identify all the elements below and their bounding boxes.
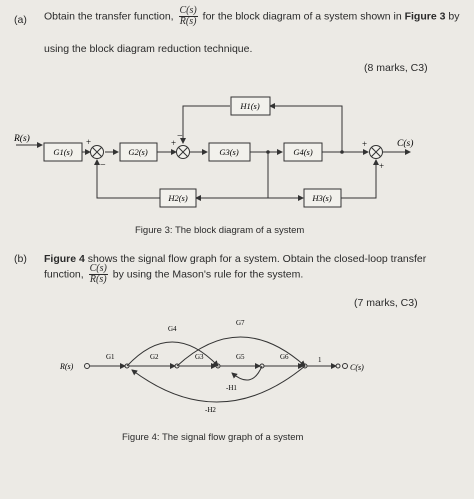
sign-minus: − <box>100 160 106 171</box>
block-h1: H1(s) <box>230 96 271 116</box>
block-g1-label: G1(s) <box>53 147 73 157</box>
block-h2: H2(s) <box>159 188 197 208</box>
part-b-text2-start: function, <box>44 268 84 281</box>
gain-g5: G5 <box>236 353 245 361</box>
part-a-marks: (8 marks, C3) <box>364 62 428 74</box>
part-b-transfer-fraction: C(s) R(s) <box>88 263 108 285</box>
gain-g2: G2 <box>150 353 159 361</box>
part-a-label: (a) <box>14 14 27 26</box>
fraction-denominator: R(s) <box>89 274 107 285</box>
sign-plus: + <box>379 161 384 171</box>
gain-g4: G4 <box>168 325 177 333</box>
sign-plus: + <box>362 139 367 149</box>
node-input <box>84 363 90 369</box>
part-a-text-end: by <box>448 10 460 23</box>
part-b-question-line2: function, C(s) R(s) by using the Mason's… <box>44 264 303 285</box>
block-g4: G4(s) <box>283 142 323 162</box>
takeoff-point <box>266 150 270 154</box>
signal-flow-graph: G1 G2 G3 G4 G5 G6 G7 1 -H1 -H2 R(s) C(s) <box>59 319 364 414</box>
block-g3-label: G3(s) <box>219 147 239 157</box>
part-b-text1: shows the signal flow graph for a system… <box>87 253 427 265</box>
part-a-transfer-fraction: C(s) R(s) <box>178 5 198 27</box>
fraction-denominator: R(s) <box>179 16 197 27</box>
sign-plus: + <box>86 137 91 147</box>
part-a-question-line2: using the block diagram reduction techni… <box>44 43 253 55</box>
block-h3-label: H3(s) <box>311 193 332 203</box>
part-b-label: (b) <box>14 253 27 265</box>
block-h2-label: H2(s) <box>167 193 188 203</box>
fraction-numerator: C(s) <box>178 5 198 17</box>
block-g2: G2(s) <box>119 142 158 162</box>
summing-junction-3 <box>369 145 383 159</box>
gain-g1: G1 <box>106 353 115 361</box>
block-h3: H3(s) <box>303 188 342 208</box>
part-a-text-after: for the block diagram of a system shown … <box>202 10 402 23</box>
block-g4-label: G4(s) <box>293 147 313 157</box>
part-b-marks: (7 marks, C3) <box>354 297 418 309</box>
gain-g6: G6 <box>280 353 289 361</box>
gain-g7: G7 <box>236 319 245 327</box>
graph-input-label: R(s) <box>59 362 74 371</box>
block-g1: G1(s) <box>43 142 83 162</box>
block-g2-label: G2(s) <box>128 147 148 157</box>
node <box>335 363 341 369</box>
diagram-output-label: C(s) <box>397 138 413 149</box>
diagram-input-label: R(s) <box>13 133 30 144</box>
block-h1-label: H1(s) <box>239 101 260 111</box>
fraction-numerator: C(s) <box>88 263 108 275</box>
block-g3: G3(s) <box>208 142 251 162</box>
part-b-figure-ref: Figure 4 <box>44 253 85 265</box>
summing-junction-2 <box>176 145 190 159</box>
summing-junction-1 <box>90 145 104 159</box>
part-a-text-before: Obtain the transfer function, <box>44 10 174 23</box>
part-a-question-line1: Obtain the transfer function, C(s) R(s) … <box>44 6 459 27</box>
graph-output-label: C(s) <box>350 363 364 372</box>
takeoff-point <box>340 150 344 154</box>
part-a-figure-ref: Figure 3 <box>404 10 446 23</box>
part-b-question-line1: Figure 4 shows the signal flow graph for… <box>44 253 426 265</box>
part-b-text2-end: by using the Mason's rule for the system… <box>112 268 304 281</box>
gain-one: 1 <box>318 356 322 364</box>
gain-g3: G3 <box>195 353 204 361</box>
figure-3-caption: Figure 3: The block diagram of a system <box>135 225 305 236</box>
sign-plus: + <box>171 138 176 148</box>
figure-4-caption: Figure 4: The signal flow graph of a sys… <box>122 432 304 443</box>
gain-h2: -H2 <box>205 406 216 414</box>
gain-h1: -H1 <box>226 384 237 392</box>
sign-minus: − <box>177 131 183 142</box>
node-output <box>342 363 348 369</box>
